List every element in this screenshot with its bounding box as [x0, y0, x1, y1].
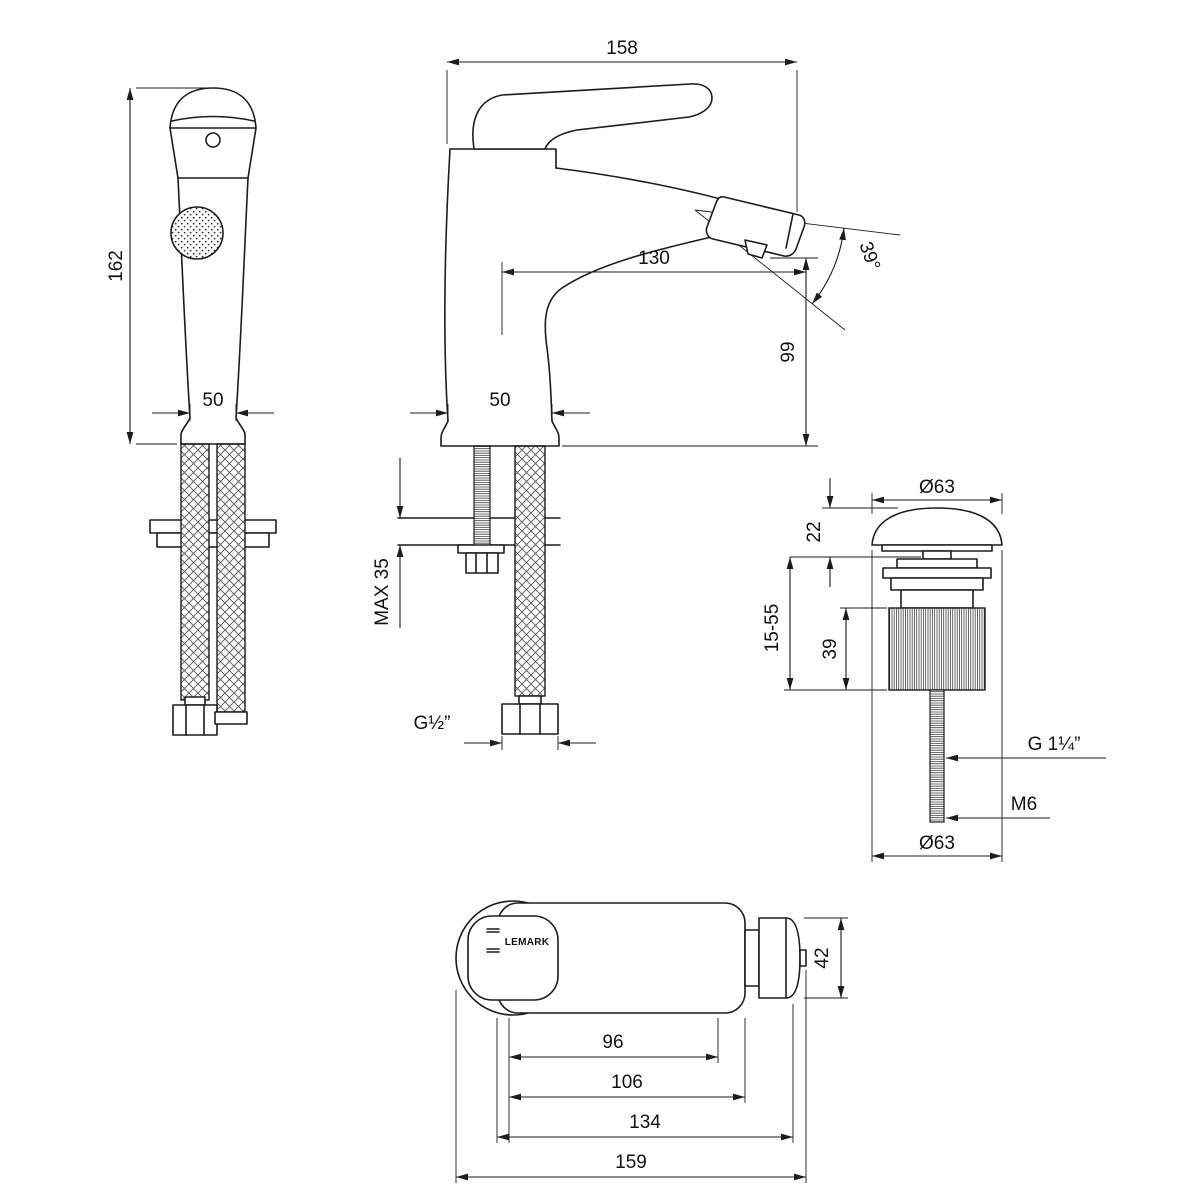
tv-spray-neck [744, 929, 760, 987]
sv-washer [457, 544, 505, 554]
drain-washers [882, 558, 992, 609]
dim-drain-clamp-range: 15-55 [762, 604, 783, 653]
fv-handle-button [205, 132, 221, 148]
dim-tv-96: 96 [602, 1032, 623, 1053]
sv-body-outline [440, 148, 725, 447]
brand-logo: LEMARK [505, 937, 550, 948]
dim-drain-screw-size: M6 [1011, 794, 1037, 815]
dim-sv-spray-angle: 39° [854, 239, 884, 273]
dim-sv-spout-height: 99 [778, 341, 799, 362]
fv-hose-collar [184, 696, 206, 706]
drain-stem [922, 550, 952, 560]
dim-fv-base-width: 50 [202, 390, 223, 411]
dim-fv-height: 162 [106, 250, 127, 282]
sv-hose-collar [518, 695, 542, 705]
dim-drain-cap-diameter: Ø63 [919, 477, 955, 498]
dim-tv-106: 106 [611, 1072, 643, 1093]
dim-sv-base-width: 50 [489, 390, 510, 411]
dim-drain-flange-diameter: Ø63 [919, 833, 955, 854]
dim-sv-hose-thread: G½” [414, 713, 451, 734]
dim-sv-length: 158 [606, 38, 638, 59]
sv-hose-nut [501, 703, 559, 735]
fv-mounting-bar [149, 519, 277, 534]
fv-mounting-nut [156, 532, 270, 548]
front-view: 162 50 [106, 87, 277, 736]
tv-spray-head [758, 917, 807, 999]
side-view: 39° 158 130 99 50 MAX 35 [372, 38, 901, 750]
fv-hose-left [180, 443, 210, 701]
fv-hose-nut [172, 704, 218, 736]
dim-drain-thread-length: 39 [820, 638, 841, 659]
fv-body-outline [169, 87, 257, 445]
tv-handle [467, 915, 559, 1001]
drain-thread-body [888, 607, 986, 691]
top-view: LEMARK 42 96 106 134 159 [455, 900, 848, 1183]
fv-hose-end-cap [214, 711, 248, 725]
dim-drain-thread-size: G 1¼” [1028, 734, 1081, 755]
sv-spray-nozzle [744, 239, 768, 259]
sv-threaded-stud [473, 445, 491, 553]
drain-screw-rod [929, 689, 945, 823]
dim-drain-cap-height: 22 [804, 521, 825, 542]
sv-handle-lever [472, 83, 713, 150]
tv-indicator-marks [486, 928, 500, 953]
drain-cap [871, 507, 1003, 552]
sv-spray-head [705, 195, 806, 257]
dim-tv-head-width: 42 [812, 947, 833, 968]
sv-hose [514, 445, 546, 697]
fv-hose-right [216, 443, 246, 713]
dim-tv-159: 159 [615, 1152, 647, 1173]
dim-tv-134: 134 [629, 1112, 661, 1133]
sv-stud-nut [465, 552, 499, 574]
drain-valve-view: Ø63 22 39 15-55 G 1¼” M6 Ø63 [762, 477, 1106, 862]
dim-sv-spout-reach: 130 [638, 248, 670, 269]
fv-aerator [170, 206, 224, 260]
dim-sv-max-thickness: MAX 35 [372, 558, 393, 626]
